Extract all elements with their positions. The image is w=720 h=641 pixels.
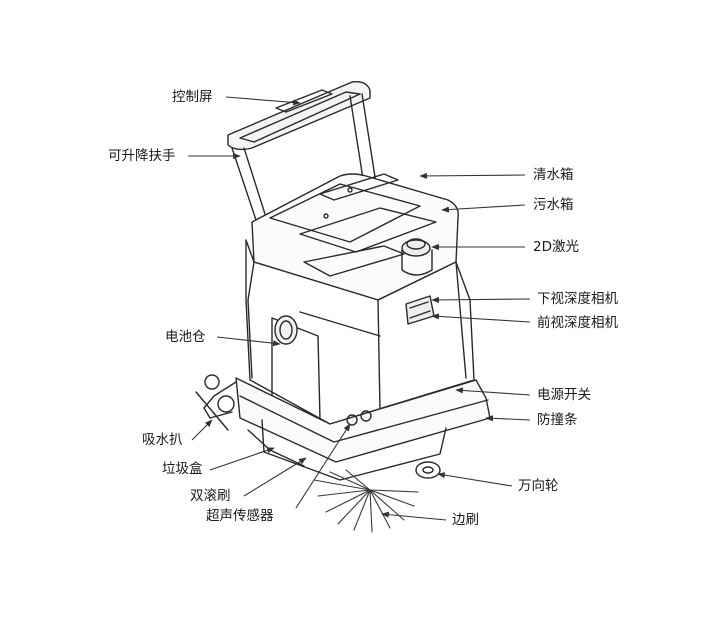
leader-lines xyxy=(188,96,531,521)
label-battery-bay: 电池仓 xyxy=(165,329,206,345)
robot-body xyxy=(195,80,491,481)
leader-squeegee xyxy=(191,419,213,441)
label-clean-tank: 清水箱 xyxy=(533,167,574,183)
label-double-roller-brush: 双滚刷 xyxy=(190,488,231,504)
label-bumper-strip: 防撞条 xyxy=(537,412,578,428)
label-dirty-tank: 污水箱 xyxy=(533,197,574,213)
leader-dirty-tank xyxy=(441,204,526,213)
leader-front-camera xyxy=(431,313,531,323)
label-dust-box: 垃圾盒 xyxy=(162,461,203,477)
leader-side-brush xyxy=(381,511,447,521)
label-squeegee: 吸水扒 xyxy=(142,432,183,448)
leader-power-switch xyxy=(455,387,531,396)
label-lower-depth-camera: 下视深度相机 xyxy=(537,291,618,307)
leader-roller-brush xyxy=(243,457,307,497)
leader-control-screen xyxy=(225,96,301,106)
leader-dust-box xyxy=(209,447,275,471)
label-control-screen: 控制屏 xyxy=(172,89,213,105)
label-ultrasonic-sensor: 超声传感器 xyxy=(206,508,274,524)
leader-battery xyxy=(216,336,281,347)
label-lidar-2d: 2D激光 xyxy=(533,239,579,255)
label-power-switch: 电源开关 xyxy=(537,387,591,403)
label-caster-wheel: 万向轮 xyxy=(518,478,559,494)
side-brush-bristles xyxy=(313,469,419,533)
leader-clean-tank xyxy=(419,172,526,180)
leader-bumper xyxy=(485,415,531,422)
label-front-depth-camera: 前视深度相机 xyxy=(537,315,618,331)
leader-caster xyxy=(437,472,513,487)
label-side-brush: 边刷 xyxy=(452,512,479,528)
leader-ultrasonic xyxy=(295,423,351,509)
label-lift-handle: 可升降扶手 xyxy=(108,148,176,164)
leader-lower-camera xyxy=(431,296,531,304)
